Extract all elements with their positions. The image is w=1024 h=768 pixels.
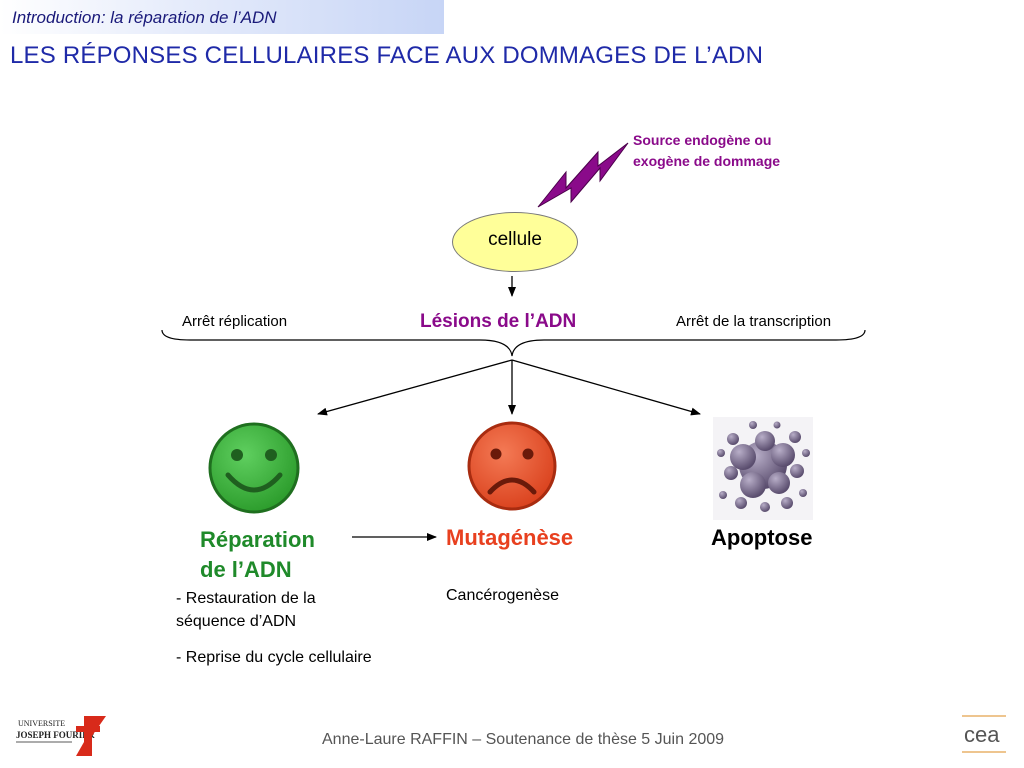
reparation-label: Réparation de l’ADN [200,525,315,585]
lesions-label: Lésions de l’ADN [420,311,577,332]
svg-text:JOSEPH FOURIER: JOSEPH FOURIER [16,730,95,740]
arrow-to-apoptose [511,359,701,416]
mutagenese-label: Mutagénèse [446,525,574,550]
happy-face-icon [208,422,300,514]
cancerogenese-label: Cancérogenèse [446,587,559,604]
header-band [0,0,444,34]
cea-logo-text: cea [964,722,1000,747]
apoptose-label: Apoptose [711,525,813,550]
sad-face-icon [467,421,557,511]
brace [161,329,866,357]
damage-source-label: Source endogène ou exogène de dommage [633,130,780,172]
arret-replication-label: Arrêt réplication [182,313,288,330]
ujf-logo: UNIVERSITE JOSEPH FOURIER [16,716,106,756]
damage-source-line2: exogène de dommage [633,153,781,169]
cell-label: cellule [488,229,542,250]
reparation-bullet-1: - Restauration de la séquence d’ADN [176,590,316,630]
reparation-bullet-2: - Reprise du cycle cellulaire [176,649,372,666]
reparation-line2: de l’ADN [200,557,292,582]
arrow-to-reparation [317,359,513,416]
damage-source-line1: Source endogène ou [633,132,772,148]
arret-transcription-label: Arrêt de la transcription [676,313,832,330]
lightning-bolt-icon [537,142,629,208]
reparation-line1: Réparation [200,527,315,552]
footer-text: Anne-Laure RAFFIN – Soutenance de thèse … [322,731,725,748]
section-label: Introduction: la réparation de l’ADN [12,8,277,27]
slide-title: LES RÉPONSES CELLULAIRES FACE AUX DOMMAG… [10,42,764,69]
apoptosis-cell-image [713,417,813,520]
cell-ellipse [452,212,578,272]
svg-text:UNIVERSITE: UNIVERSITE [18,719,65,728]
cea-logo: cea [962,715,1006,753]
